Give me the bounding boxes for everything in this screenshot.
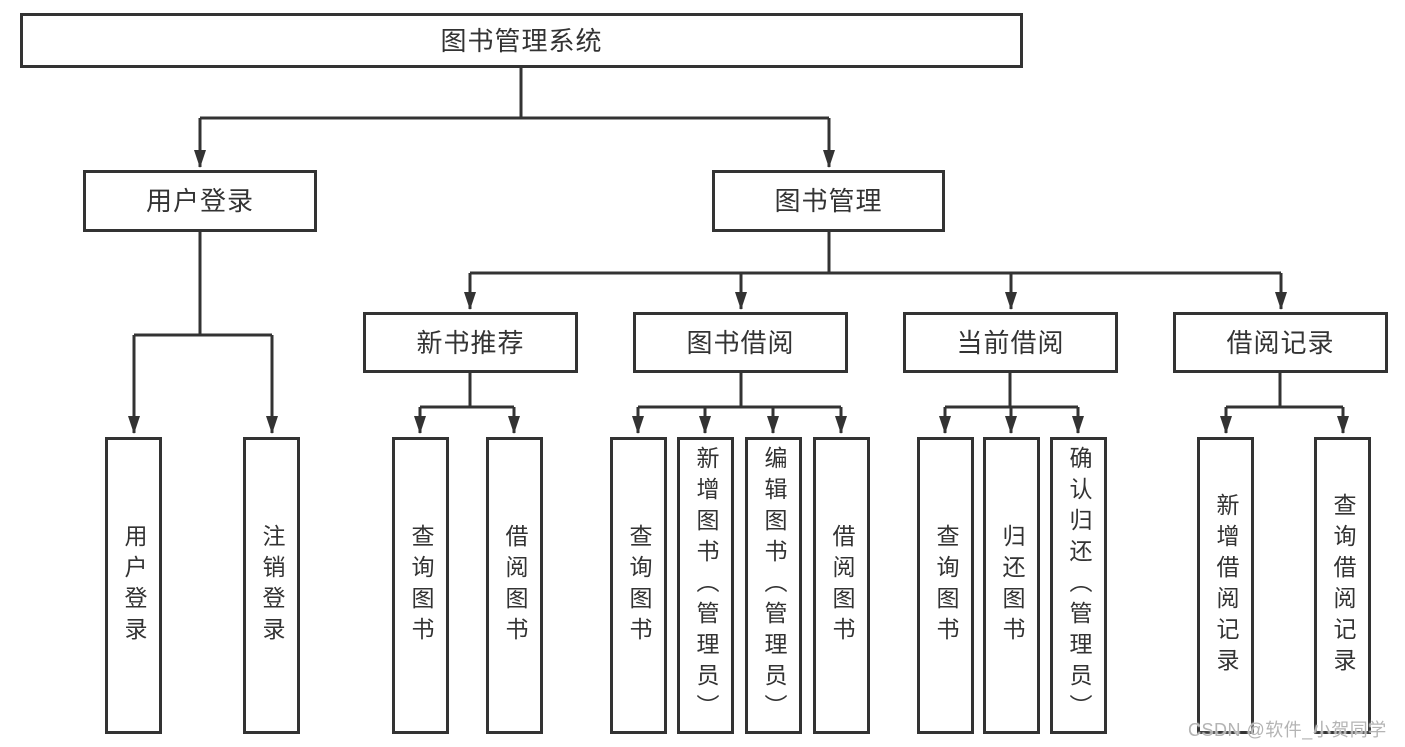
csdn-watermark: CSDN @软件_小贺同学 [1188,720,1387,740]
leaf-query-books-2: 查询图书 [610,437,667,734]
leaf-query-books-1: 查询图书 [392,437,449,734]
leaf-borrow-books-2: 借阅图书 [813,437,870,734]
node-borrow-records: 借阅记录 [1173,312,1388,373]
leaf-user-login: 用户登录 [105,437,162,734]
leaf-logout: 注销登录 [243,437,300,734]
leaf-edit-books-admin: 编辑图书（管理员） [745,437,802,734]
leaf-borrow-books-1: 借阅图书 [486,437,543,734]
node-user-login-branch: 用户登录 [83,170,317,232]
node-book-borrow: 图书借阅 [633,312,848,373]
node-new-book-recommend: 新书推荐 [363,312,578,373]
leaf-query-borrow-record: 查询借阅记录 [1314,437,1371,734]
leaf-return-books: 归还图书 [983,437,1040,734]
leaf-add-borrow-record: 新增借阅记录 [1197,437,1254,734]
leaf-confirm-return-admin: 确认归还（管理员） [1050,437,1107,734]
leaf-add-books-admin: 新增图书（管理员） [677,437,734,734]
node-book-management-branch: 图书管理 [712,170,945,232]
node-system-root: 图书管理系统 [20,13,1023,68]
node-current-borrow: 当前借阅 [903,312,1118,373]
leaf-query-books-3: 查询图书 [917,437,974,734]
